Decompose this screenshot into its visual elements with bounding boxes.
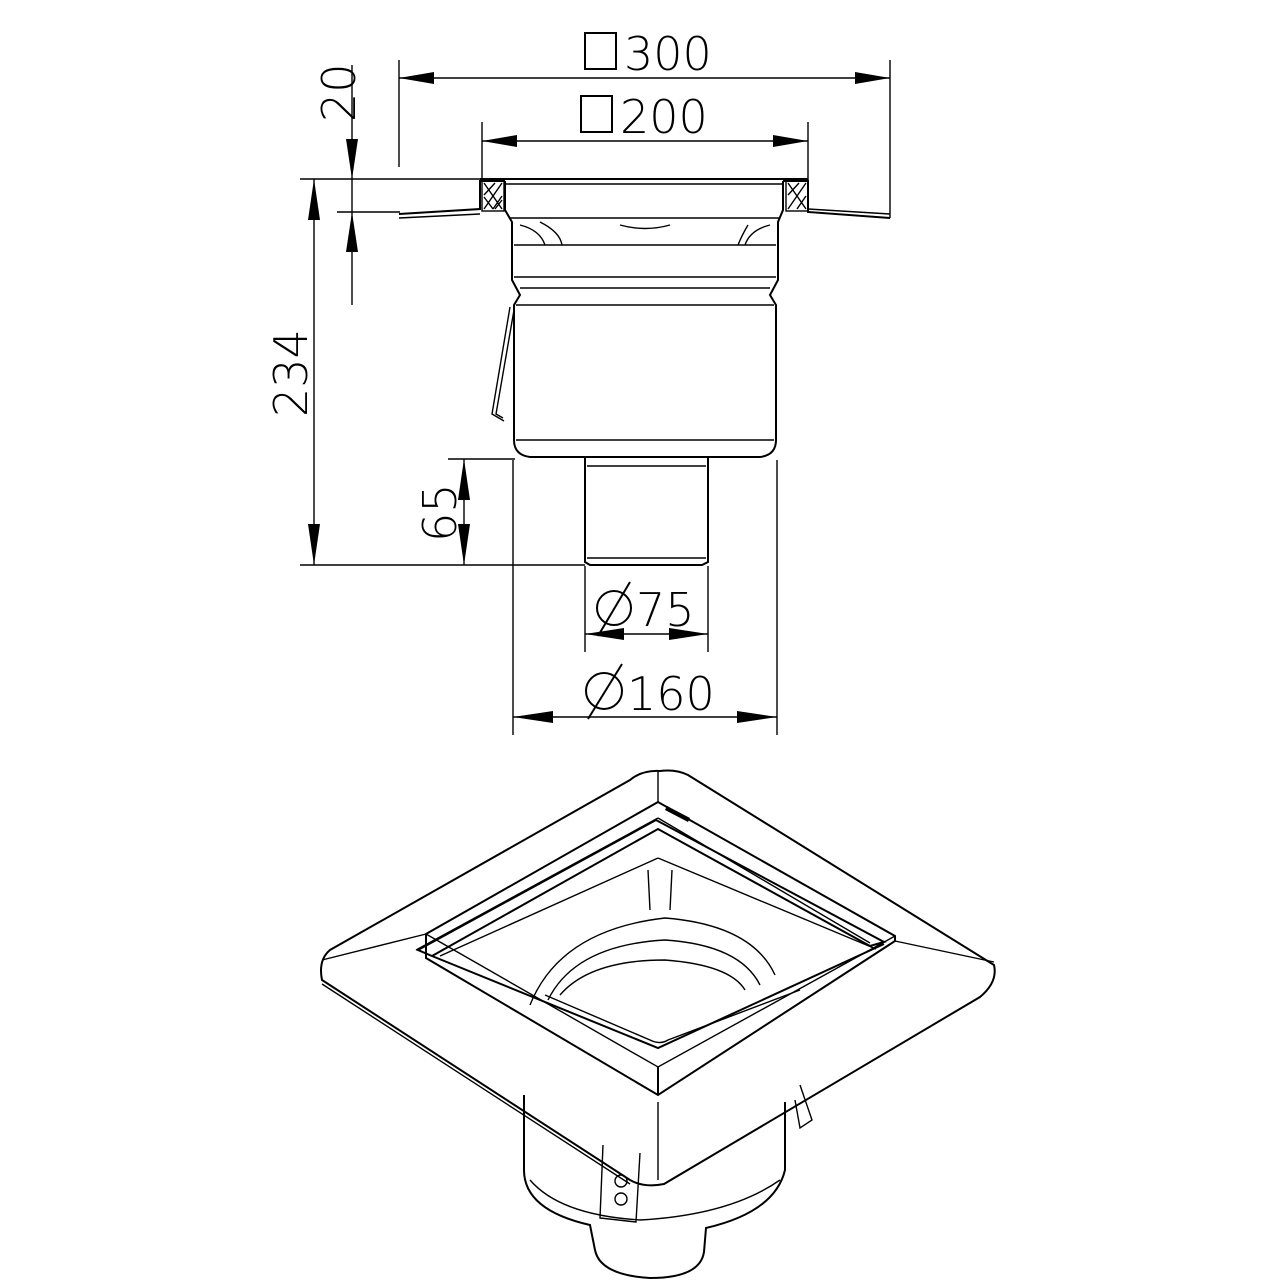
- dimension-65: 65: [413, 458, 515, 565]
- side-view: 300 200 20 234: [264, 27, 891, 735]
- brand-logo: [665, 806, 690, 822]
- dim-75-label: 75: [636, 583, 695, 637]
- dim-200-label: 200: [620, 90, 708, 144]
- dim-234-label: 234: [264, 329, 318, 417]
- gasket-left: [481, 180, 505, 212]
- dimension-200: 200: [481, 90, 809, 180]
- iso-view: [320, 769, 996, 1280]
- dimension-160: 160: [512, 460, 778, 735]
- gasket-right: [785, 180, 809, 212]
- dim-160-label: 160: [627, 667, 715, 721]
- dim-65-label: 65: [413, 483, 467, 542]
- dimension-300: 300: [398, 27, 891, 218]
- dimension-20: 20: [312, 63, 400, 305]
- dimension-234: 234: [264, 178, 585, 566]
- dim-300-label: 300: [624, 27, 712, 81]
- dim-20-label: 20: [312, 63, 366, 122]
- dimension-75: 75: [584, 566, 709, 652]
- drain-body-side: [398, 178, 891, 566]
